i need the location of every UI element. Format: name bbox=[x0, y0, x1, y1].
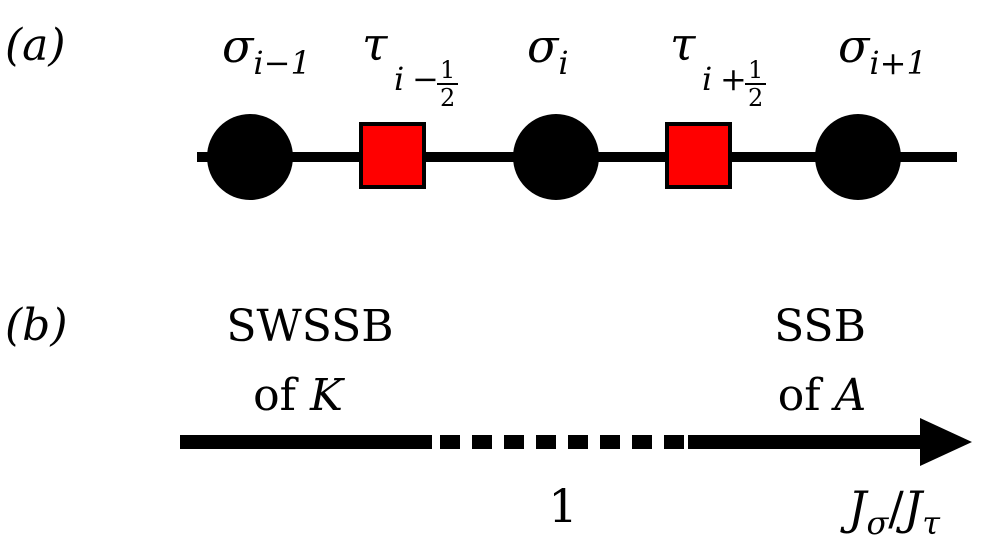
axis-label: Jσ/Jτ bbox=[840, 481, 941, 542]
panel-a-label: (a) bbox=[5, 20, 66, 71]
sigma-site bbox=[815, 114, 901, 200]
sigma-site bbox=[513, 114, 599, 200]
sigma-site bbox=[207, 114, 293, 200]
sigma-symbol: σ bbox=[527, 19, 560, 73]
sigma-label-2: σi bbox=[527, 19, 569, 82]
tau-label-2: τ i + 1 2 bbox=[670, 17, 766, 112]
svg-text:σi−1: σi−1 bbox=[222, 19, 311, 82]
tau-subscript-var: i bbox=[394, 60, 404, 98]
tau-subscript-numerator: 1 bbox=[748, 56, 763, 84]
svg-text:σi+1: σi+1 bbox=[838, 19, 927, 82]
left-phase-name: SWSSB bbox=[226, 301, 393, 352]
tau-site bbox=[359, 122, 426, 189]
tau-label-1: τ i − 1 2 bbox=[362, 17, 458, 112]
tau-subscript-numerator: 1 bbox=[440, 56, 455, 84]
left-phase-symmetry: of K bbox=[253, 370, 345, 421]
svg-text:σi: σi bbox=[527, 19, 569, 82]
tau-site bbox=[665, 122, 732, 189]
sigma-symbol: σ bbox=[838, 19, 871, 73]
tau-symbol: τ bbox=[670, 17, 697, 71]
tau-subscript-var: i bbox=[702, 60, 712, 98]
panel-b-label: (b) bbox=[5, 300, 68, 351]
sigma-subscript: i+1 bbox=[869, 44, 926, 82]
sigma-subscript: i−1 bbox=[253, 44, 310, 82]
right-phase-name: SSB bbox=[774, 301, 866, 352]
tau-subscript-op: + bbox=[720, 60, 747, 98]
sigma-label-1: σi−1 bbox=[222, 19, 311, 82]
right-phase-symmetry: of A bbox=[778, 370, 867, 421]
sigma-symbol: σ bbox=[222, 19, 255, 73]
critical-point-label: 1 bbox=[548, 479, 577, 533]
axis-arrowhead-icon bbox=[920, 418, 972, 466]
tau-symbol: τ bbox=[362, 17, 389, 71]
tau-subscript-denominator: 2 bbox=[748, 84, 763, 112]
sigma-subscript: i bbox=[558, 44, 568, 82]
tau-subscript-denominator: 2 bbox=[440, 84, 455, 112]
tau-subscript-op: − bbox=[412, 60, 439, 98]
sigma-label-3: σi+1 bbox=[838, 19, 927, 82]
